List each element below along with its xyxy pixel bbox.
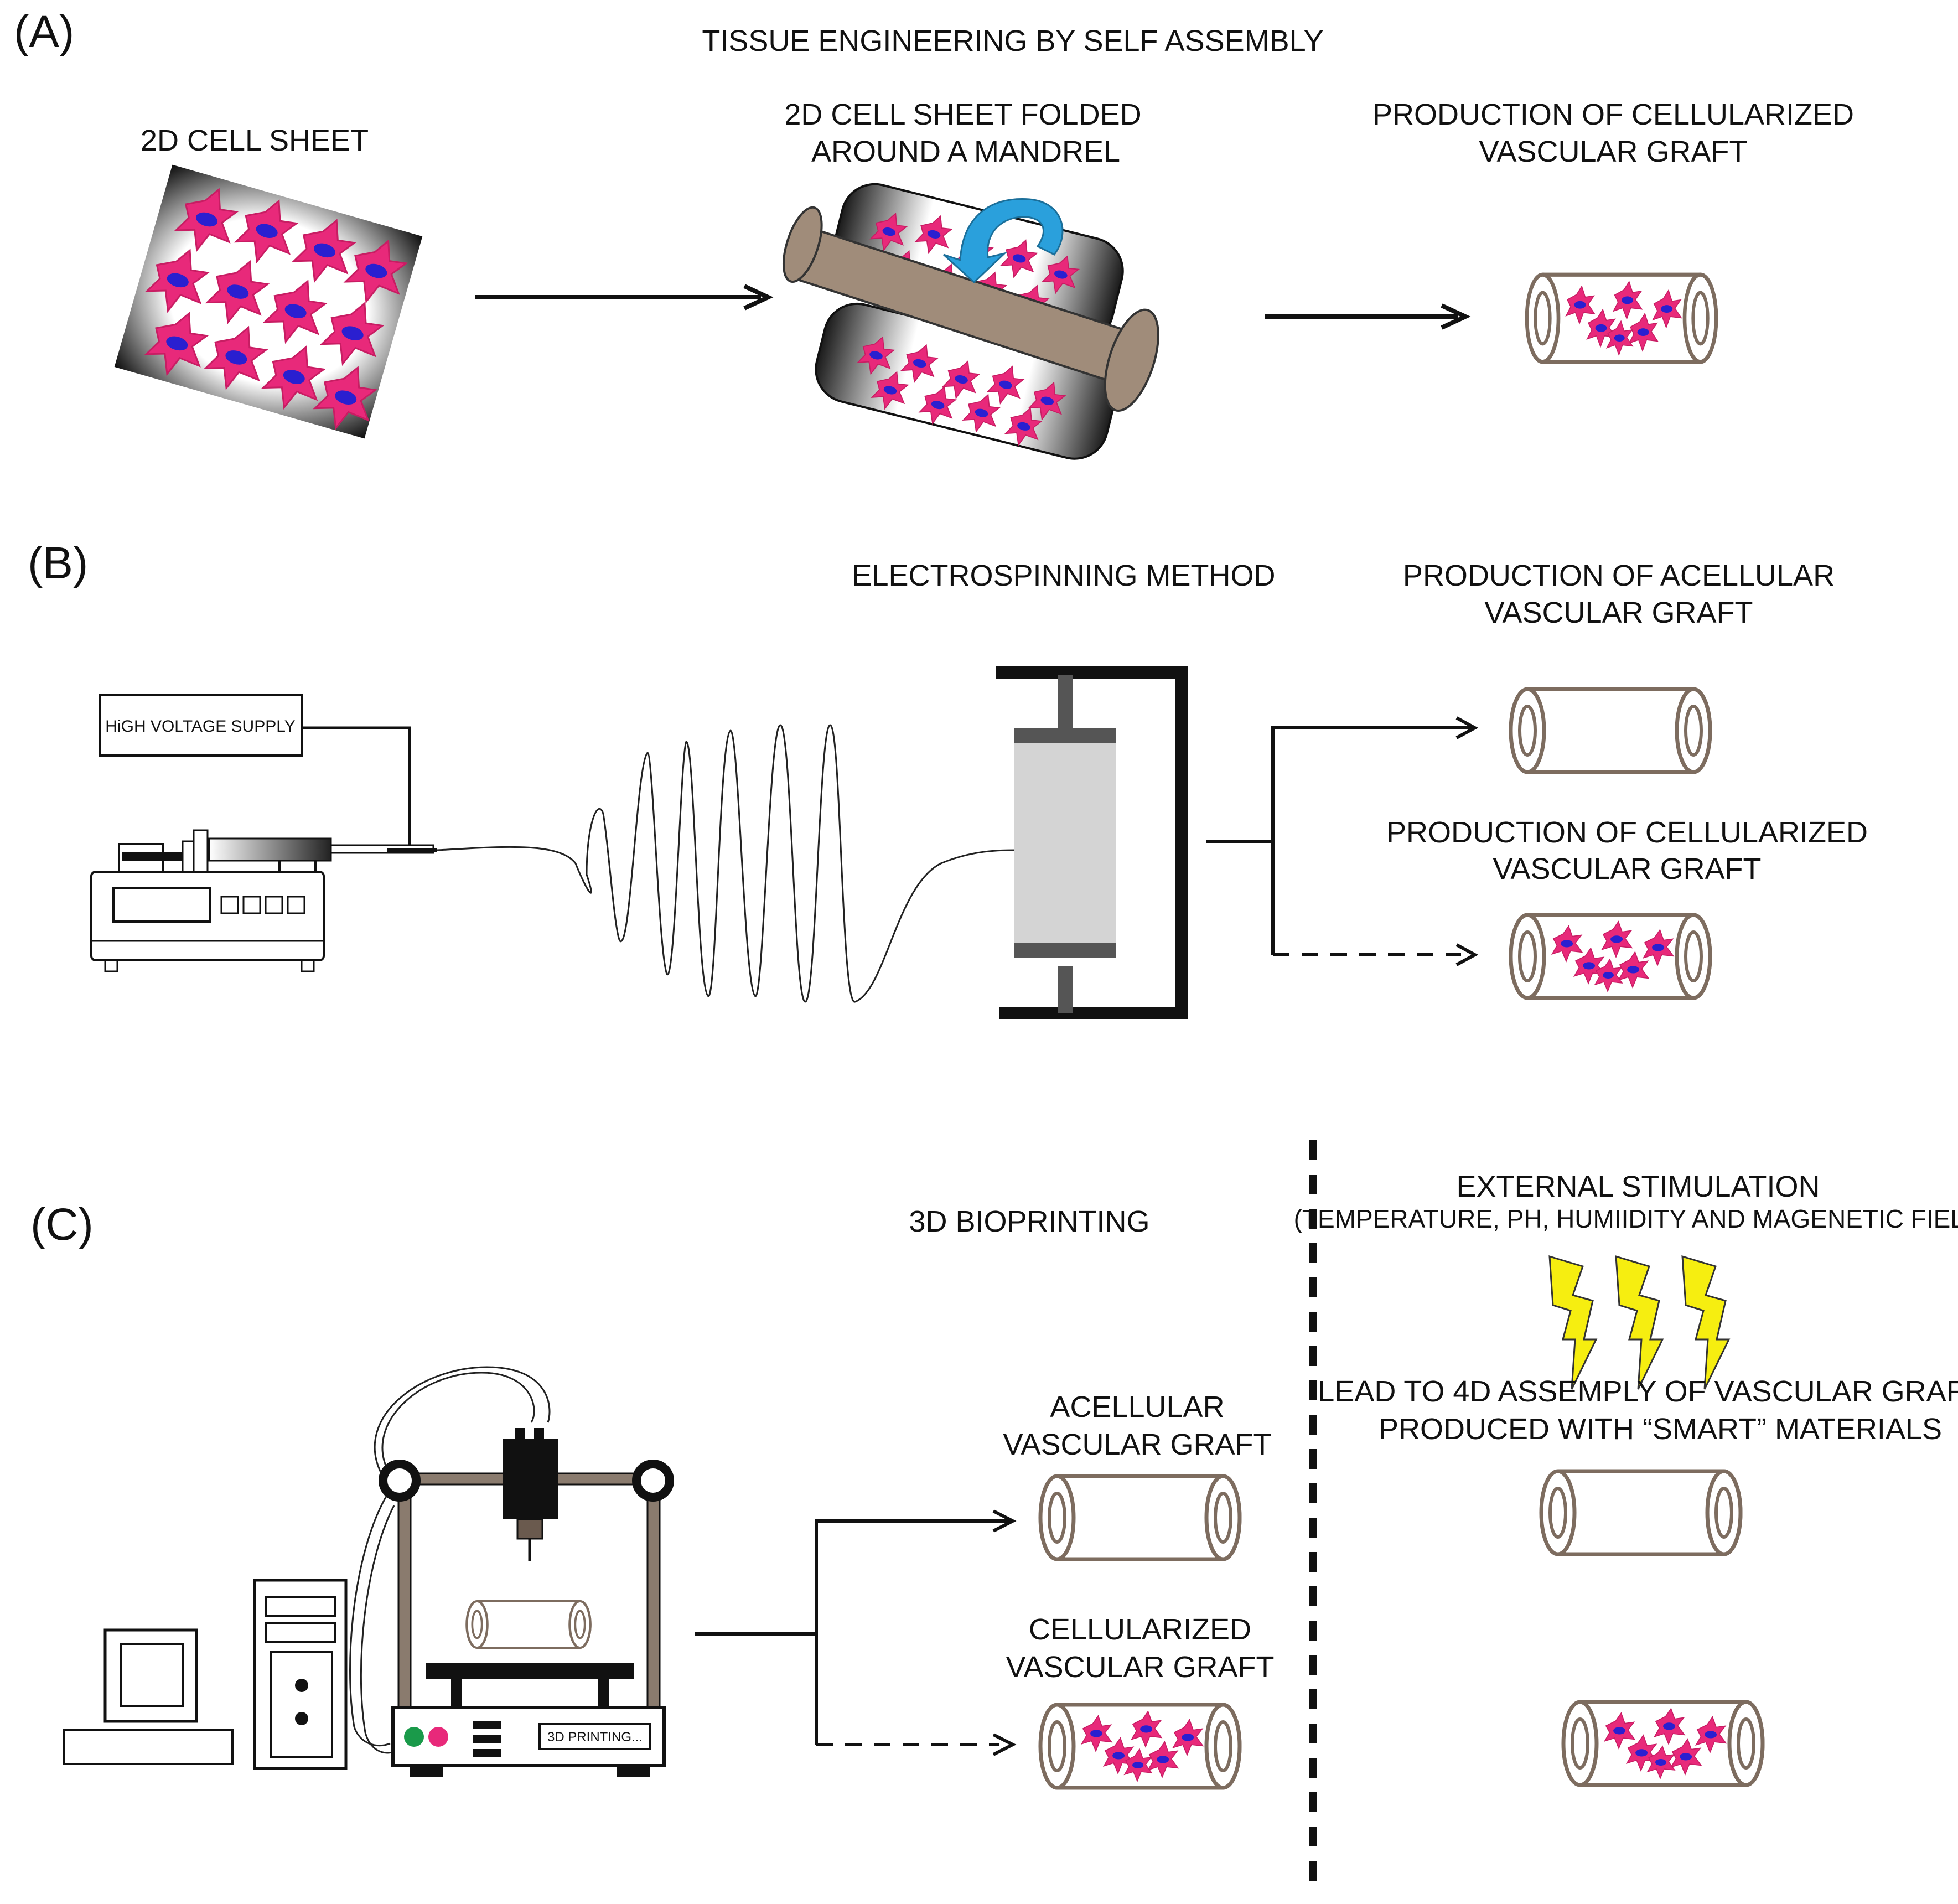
branch-arrows-b (1206, 716, 1479, 966)
step-3-label-line2: VASCULAR GRAFT (1479, 135, 1747, 168)
result-line1: LEAD TO 4D ASSEMPLY OF VASCULAR GRAFTS (1318, 1375, 1958, 1408)
panel-b-label: (B) (28, 538, 88, 588)
high-voltage-supply: HiGH VOLTAGE SUPPLY (99, 694, 411, 852)
computer-tower-icon (253, 1579, 348, 1770)
lightning-icon (1681, 1255, 1730, 1390)
electrospun-jet (437, 724, 1019, 1003)
cellularized-graft-c (1040, 1705, 1240, 1788)
stim-line1: EXTERNAL STIMULATION (1456, 1170, 1820, 1203)
branch-arrows-c (695, 1509, 1017, 1756)
panel-b-title: ELECTROSPINNING METHOD (852, 559, 1275, 592)
acellular-graft-b (1511, 689, 1710, 772)
stim-line2: (TEMPERATURE, PH, HUMIIDITY AND MAGENETI… (1294, 1204, 1958, 1233)
step-1-label: 2D CELL SHEET (141, 124, 369, 157)
acellular-graft-c (1040, 1476, 1240, 1559)
high-voltage-supply-label: HiGH VOLTAGE SUPPLY (105, 717, 295, 736)
out-b1-line1: PRODUCTION OF ACELLULAR (1403, 559, 1835, 592)
panel-a-title: TISSUE ENGINEERING BY SELF ASSEMBLY (702, 24, 1323, 58)
computer-monitor-icon (63, 1628, 234, 1765)
lightning-icon (1615, 1255, 1664, 1390)
out-b2-line2: VASCULAR GRAFT (1493, 852, 1761, 886)
cell-sheet (114, 164, 423, 439)
lightning-icon-group (1548, 1255, 1730, 1390)
smart-cellularized-graft (1563, 1702, 1763, 1785)
step-2-label-line1: 2D CELL SHEET FOLDED (784, 98, 1141, 131)
step-2-label-line2: AROUND A MANDREL (811, 135, 1120, 168)
out-b1-line2: VASCULAR GRAFT (1484, 596, 1753, 629)
panel-c-title: 3D BIOPRINTING (909, 1205, 1149, 1238)
out-b2-line1: PRODUCTION OF CELLULARIZED (1386, 816, 1868, 849)
arrow-mandrel-to-graft (1265, 303, 1471, 330)
collector (996, 666, 1188, 1019)
fold-arrow (942, 198, 1064, 284)
arrow-sheet-to-mandrel (475, 284, 774, 311)
smart-acellular-graft (1541, 1471, 1741, 1554)
cellularized-graft-b (1511, 915, 1710, 998)
mandrel (782, 206, 1159, 412)
result-line2: PRODUCED WITH “SMART” MATERIALS (1379, 1413, 1942, 1446)
printer-display: 3D PRINTING... (547, 1730, 643, 1745)
bioprinter-icon: 3D PRINTING... (349, 1366, 674, 1777)
out-c1-line1: ACELLULAR (1050, 1390, 1224, 1424)
step-3-label-line1: PRODUCTION OF CELLULARIZED (1372, 98, 1854, 131)
syringe-pump (90, 829, 437, 972)
out-c2-line2: VASCULAR GRAFT (1006, 1651, 1274, 1684)
lightning-icon (1548, 1255, 1597, 1390)
out-c2-line1: CELLULARIZED (1029, 1613, 1251, 1646)
out-c1-line2: VASCULAR GRAFT (1003, 1428, 1271, 1461)
panel-a-label: (A) (14, 7, 74, 57)
mandrel-assembly (782, 183, 1159, 460)
printed-graft (467, 1601, 590, 1648)
panel-c-label: (C) (30, 1199, 94, 1250)
cellularized-graft-a (1527, 275, 1716, 362)
